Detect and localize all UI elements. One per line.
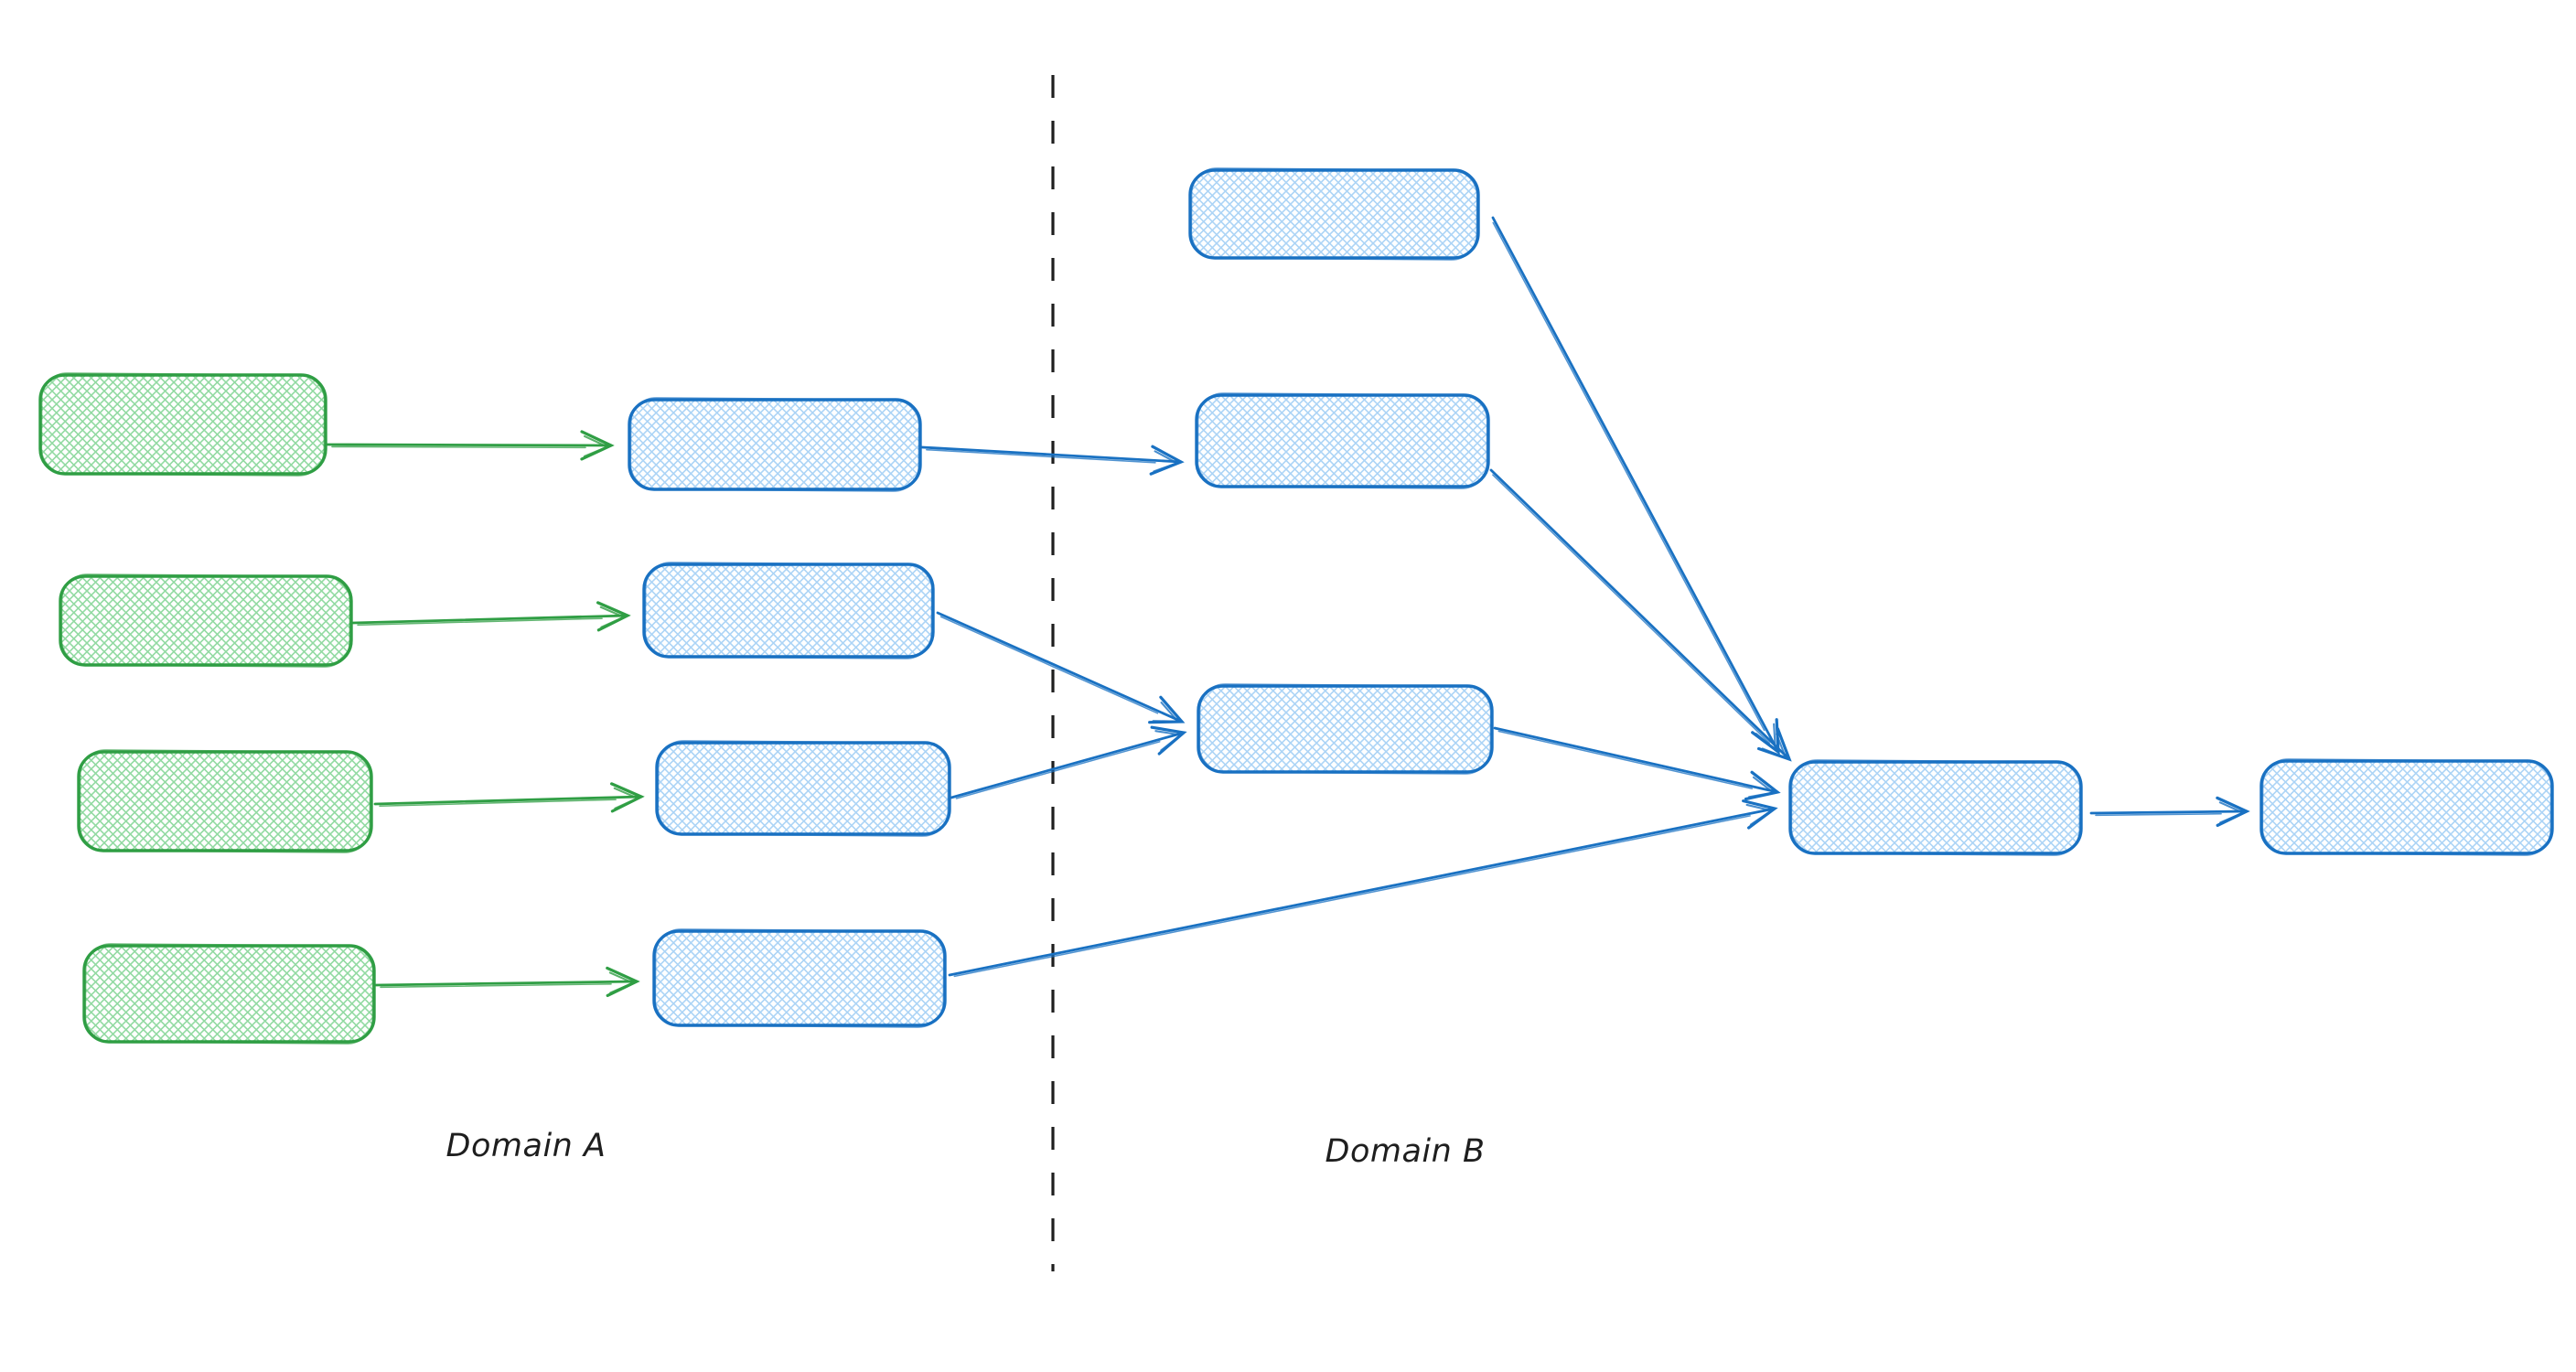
domain-a-processor-2 [642, 562, 935, 659]
domain-a-source-3 [77, 749, 373, 853]
domain-a-source-2 [59, 573, 353, 668]
edge-processor4-to-hub [948, 799, 1778, 978]
edge-source2-to-processor2 [351, 601, 631, 632]
edge-processor2-to-bnode3 [936, 611, 1186, 724]
edge-processor1-to-bnode2 [920, 445, 1185, 476]
domain-b-node-2 [1195, 392, 1490, 489]
edge-source1-to-processor1 [326, 430, 615, 461]
edge-bnode3-to-hub [1493, 726, 1781, 801]
edge-source4-to-processor4 [374, 966, 640, 998]
edge-bnode1-to-hub [1491, 216, 1780, 756]
edge-bnode2-to-hub [1489, 468, 1792, 762]
domain-b-node-1 [1188, 167, 1480, 261]
domain-a-processor-1 [628, 397, 922, 492]
domain-a-label: Domain A [445, 1128, 606, 1164]
domain-a-source-4 [82, 943, 376, 1045]
domain-b-hub [1788, 759, 2083, 856]
domain-a-processor-4 [652, 928, 947, 1028]
domain-a-source-1 [38, 372, 327, 477]
domain-b-label: Domain B [1325, 1133, 1486, 1170]
edge-hub-to-output [2089, 796, 2250, 827]
domain-b-output [2259, 758, 2554, 856]
domain-a-processor-3 [655, 740, 951, 837]
edge-source3-to-processor3 [373, 782, 645, 813]
edge-processor3-to-bnode3 [950, 725, 1187, 799]
domain-b-node-3 [1197, 683, 1494, 775]
